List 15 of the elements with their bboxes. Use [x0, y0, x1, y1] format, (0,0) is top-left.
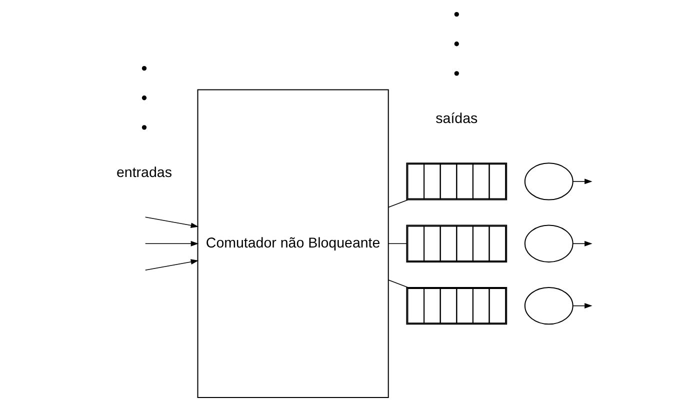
connector [388, 243, 407, 244]
arrow [144, 216, 198, 228]
node-box: Comutador não Bloqueante [196, 89, 388, 398]
arrow [572, 303, 592, 309]
label: saídas [435, 111, 478, 128]
connector [388, 199, 408, 208]
node-circle [524, 286, 573, 325]
node-circle [524, 162, 573, 200]
arrow [572, 178, 592, 184]
label: entradas [116, 165, 172, 182]
node-circle [524, 224, 573, 262]
arrow [144, 240, 198, 246]
connector [388, 280, 408, 288]
arrow [144, 259, 198, 271]
arrow [572, 240, 592, 246]
